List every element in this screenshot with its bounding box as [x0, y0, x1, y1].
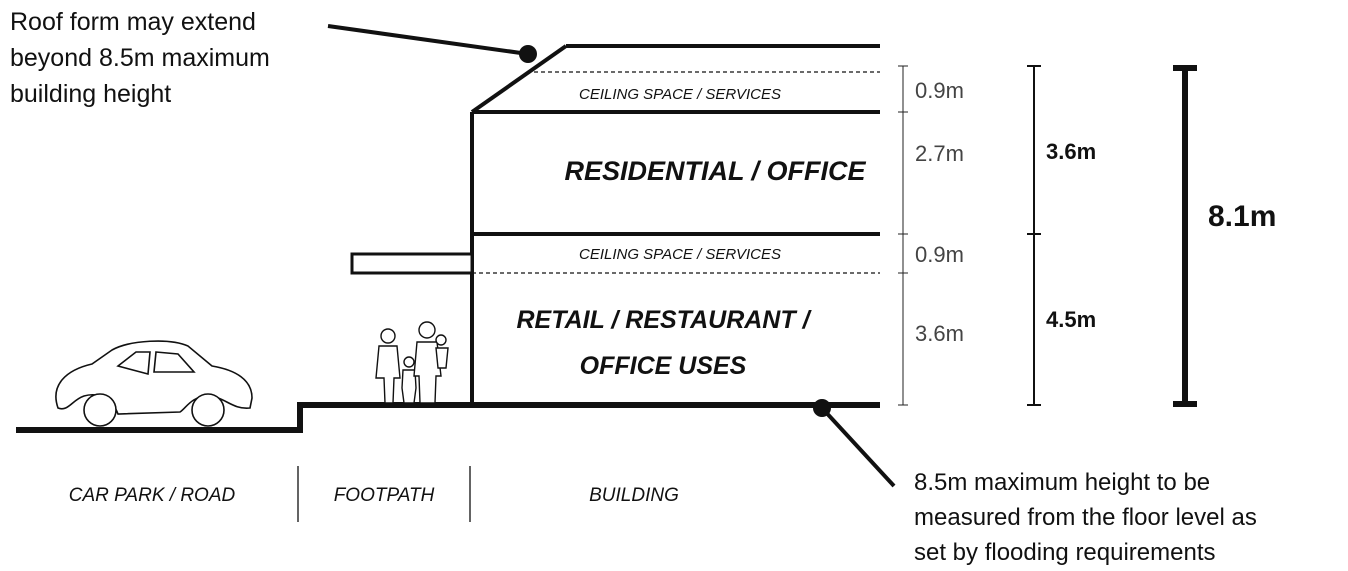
awning: [350, 252, 474, 275]
dim-lower-use: 3.6m: [915, 321, 964, 346]
dimension-line-total: [1173, 65, 1197, 407]
pedestrians-icon: [375, 321, 449, 404]
dimension-lines-levels: [1027, 65, 1041, 406]
roof-note-line-1: Roof form may extend: [10, 8, 256, 36]
dim-upper-level: 3.6m: [1046, 139, 1096, 164]
building-outline: [470, 44, 880, 405]
zone-car-park-label: CAR PARK / ROAD: [69, 485, 236, 506]
height-note-leader: [813, 399, 896, 488]
dim-lower-services: 0.9m: [915, 242, 964, 267]
height-note-line-3: set by flooding requirements: [914, 539, 1216, 566]
height-note-line-1: 8.5m maximum height to be: [914, 469, 1210, 496]
lower-services-label: CEILING SPACE / SERVICES: [579, 246, 781, 263]
car-icon: [55, 340, 253, 427]
roof-note-line-3: building height: [10, 80, 171, 108]
dim-upper-services: 0.9m: [915, 78, 964, 103]
lower-use-label-line-2: OFFICE USES: [580, 352, 747, 380]
dim-lower-level: 4.5m: [1046, 307, 1096, 332]
dimension-lines-fine: [898, 65, 908, 406]
roof-note: Roof form may extend beyond 8.5m maximum…: [10, 8, 270, 108]
zone-dividers: [297, 466, 471, 522]
upper-use-label: RESIDENTIAL / OFFICE: [564, 156, 866, 186]
roof-note-leader: [327, 24, 537, 63]
roof-note-line-2: beyond 8.5m maximum: [10, 44, 270, 72]
dim-upper-use: 2.7m: [915, 141, 964, 166]
height-note-line-2: measured from the floor level as: [914, 504, 1257, 531]
upper-services-label: CEILING SPACE / SERVICES: [579, 86, 781, 103]
zone-footpath-label: FOOTPATH: [334, 485, 435, 506]
lower-use-label-line-1: RETAIL / RESTAURANT /: [516, 306, 812, 334]
zone-building-label: BUILDING: [589, 485, 679, 506]
height-note: 8.5m maximum height to be measured from …: [914, 469, 1257, 566]
ground-line: [16, 402, 880, 433]
dim-total-height: 8.1m: [1208, 200, 1276, 233]
